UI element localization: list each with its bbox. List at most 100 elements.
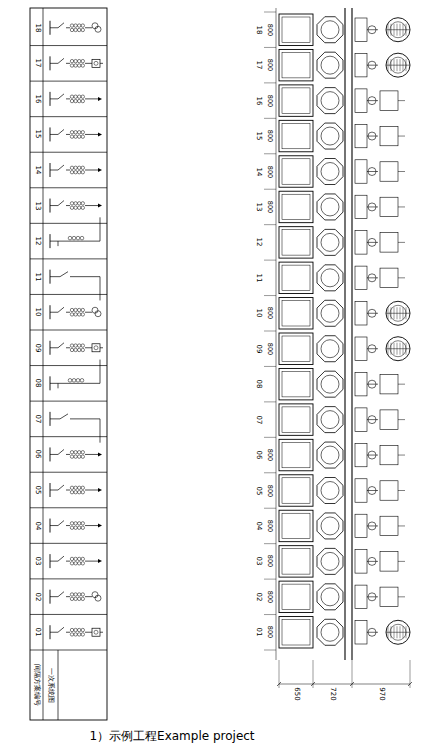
drawing-stroke	[317, 300, 343, 326]
drawing-stroke	[78, 526, 81, 529]
drawing-stroke	[386, 313, 410, 314]
drawing-stroke	[50, 98, 58, 99]
drawing-stroke	[279, 85, 313, 116]
drawing-stroke	[398, 277, 405, 278]
drawing-stroke	[70, 166, 73, 169]
drawing-stroke	[282, 513, 310, 538]
drawing-stroke	[50, 312, 58, 313]
drawing-stroke	[30, 294, 107, 295]
arrow-symbol	[98, 132, 102, 136]
drawing-stroke	[81, 202, 84, 205]
drawing-stroke	[279, 227, 313, 258]
drawing-stroke	[78, 593, 81, 596]
drawing-stroke	[92, 134, 98, 135]
bay-number: 11	[255, 273, 262, 282]
drawing-stroke	[264, 331, 276, 332]
drawing-stroke	[355, 124, 367, 147]
drawing-stroke	[30, 365, 107, 366]
drawing-stroke	[279, 333, 313, 364]
arrow-symbol	[98, 488, 102, 492]
drawing-stroke	[398, 596, 405, 597]
bay-number: 03	[255, 557, 262, 566]
drawing-stroke	[58, 343, 64, 348]
drawing-stroke	[30, 507, 107, 508]
drawing-stroke	[368, 593, 376, 601]
drawing-stroke	[380, 268, 398, 287]
drawing-stroke	[282, 407, 310, 432]
drawing-stroke	[282, 336, 310, 361]
drawing-stroke	[368, 238, 376, 246]
drawing-stroke	[58, 58, 64, 63]
drawing-stroke	[66, 454, 70, 455]
drawing-stroke	[50, 632, 58, 633]
drawing-stroke	[380, 516, 398, 535]
drawing-stroke	[30, 543, 107, 544]
drawing-stroke	[80, 379, 84, 383]
drawing-stroke	[279, 617, 313, 648]
drawing-stroke	[317, 584, 343, 610]
drawing-stroke	[74, 451, 77, 454]
drawing-stroke	[85, 170, 92, 171]
drawing-stroke	[60, 414, 68, 419]
bay-number: 18	[255, 25, 262, 34]
dimension: 800	[267, 520, 274, 532]
drawing-stroke	[264, 543, 276, 544]
drawing-stroke	[282, 230, 310, 255]
drawing-stroke	[92, 59, 100, 67]
drawing-stroke	[70, 455, 73, 458]
drawing-stroke	[85, 596, 92, 597]
dimension: 800	[267, 24, 274, 36]
drawing-stroke	[78, 166, 81, 169]
drawing-stroke	[367, 313, 378, 314]
drawing-stroke	[398, 136, 405, 137]
drawing-stroke	[66, 490, 70, 491]
drawing-stroke	[74, 135, 77, 138]
drawing-stroke	[368, 26, 376, 34]
drawing-stroke	[85, 134, 92, 135]
drawing-stroke	[368, 557, 376, 565]
drawing-stroke	[350, 682, 354, 686]
drawing-stroke	[78, 28, 81, 31]
drawing-stroke	[74, 308, 77, 311]
bay-number: 07	[33, 414, 40, 423]
drawing-stroke	[282, 371, 310, 396]
drawing-stroke	[282, 549, 310, 574]
arrow-symbol	[98, 204, 102, 208]
bay-number: 10	[255, 309, 262, 318]
drawing-stroke	[368, 168, 376, 176]
drawing-stroke	[279, 156, 313, 187]
drawing-stroke	[74, 28, 77, 31]
bay-number: 12	[255, 238, 262, 247]
drawing-stroke	[58, 201, 64, 206]
drawing-stroke	[351, 8, 352, 660]
drawing-stroke	[74, 633, 77, 636]
drawing-stroke	[100, 419, 101, 443]
drawing-stroke	[368, 61, 376, 69]
drawing-stroke	[398, 525, 405, 526]
drawing-stroke	[78, 99, 81, 102]
drawing-stroke	[50, 347, 58, 348]
drawing-stroke	[85, 525, 92, 526]
dimension: 800	[267, 130, 274, 142]
dimension: 800	[267, 591, 274, 603]
drawing-stroke	[85, 27, 92, 28]
drawing-stroke	[355, 266, 367, 289]
drawing-stroke	[94, 61, 98, 65]
drawing-stroke	[279, 120, 313, 151]
dimension: 800	[267, 201, 274, 213]
drawing-stroke	[43, 8, 44, 720]
drawing-stroke	[85, 632, 92, 633]
drawing-stroke	[78, 451, 81, 454]
bay-number: 15	[33, 130, 40, 139]
drawing-stroke	[74, 202, 77, 205]
drawing-stroke	[367, 136, 378, 137]
drawing-stroke	[368, 309, 376, 317]
drawing-stroke	[50, 276, 60, 277]
drawing-stroke	[30, 401, 107, 402]
drawing-stroke	[81, 131, 84, 134]
drawing-stroke	[317, 548, 343, 574]
drawing-stroke	[66, 98, 70, 99]
drawing-stroke	[70, 95, 73, 98]
bay-number: 11	[33, 272, 40, 281]
drawing-stroke	[30, 8, 107, 720]
